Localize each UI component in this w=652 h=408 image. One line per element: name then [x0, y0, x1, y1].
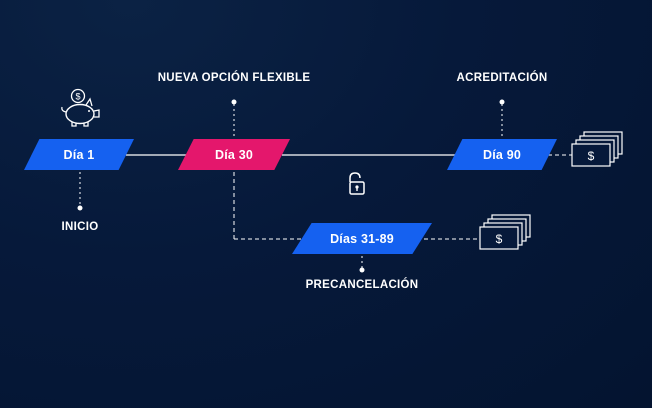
leader-dot-nueva-opcion: [231, 99, 237, 105]
svg-text:$: $: [75, 92, 80, 102]
node-dia-1: Día 1: [24, 139, 134, 170]
node-dia-90: Día 90: [447, 139, 557, 170]
leader-dot-acreditacion: [499, 99, 505, 105]
unlock-icon: [349, 172, 365, 195]
label-inicio: INICIO: [61, 221, 99, 233]
label-acreditacion: ACREDITACIÓN: [456, 72, 548, 84]
label-nueva-opcion: NUEVA OPCIÓN FLEXIBLE: [157, 72, 311, 84]
leader-dot-inicio: [77, 205, 83, 211]
node-dia-30: Día 30: [178, 139, 290, 170]
leader-dot-precancelacion: [359, 267, 365, 273]
node-dias-31-89-label: Días 31-89: [330, 231, 394, 246]
svg-text:$: $: [588, 149, 595, 163]
money-stack-icon-2: $: [479, 214, 531, 250]
node-dias-31-89: Días 31-89: [292, 223, 432, 254]
label-precancelacion: PRECANCELACIÓN: [305, 279, 419, 291]
money-stack-icon: $: [571, 131, 623, 167]
piggy-bank-icon: $: [61, 88, 100, 127]
svg-text:$: $: [496, 232, 503, 246]
node-dia-90-label: Día 90: [482, 147, 522, 162]
node-dia-30-label: Día 30: [214, 147, 254, 162]
node-dia-1-label: Día 1: [63, 147, 95, 162]
